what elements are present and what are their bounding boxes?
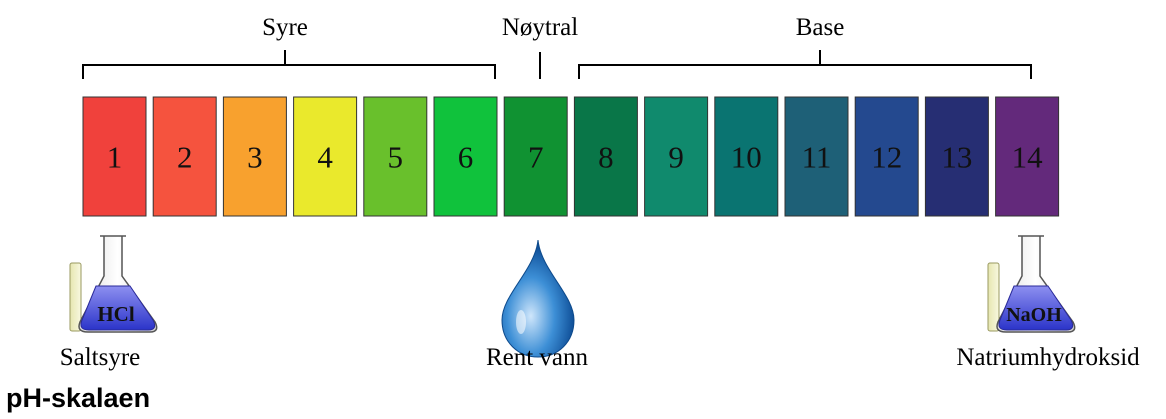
ph-box-4: 4 — [293, 96, 358, 217]
naoh-flask-icon: NaOH — [987, 235, 1076, 333]
water-drop-icon — [501, 239, 575, 358]
ph-value-label: 11 — [802, 140, 832, 175]
ph-box-3: 3 — [222, 96, 287, 217]
neutral-group-label: Nøytral — [502, 14, 578, 41]
ph-box-fill — [363, 96, 428, 217]
ph-box-fill — [784, 96, 849, 217]
ph-value-label: 13 — [941, 140, 972, 175]
ph-box-fill — [714, 96, 779, 217]
ph-box-11: 11 — [784, 96, 849, 217]
ph-box-fill — [433, 96, 498, 217]
ph-box-8: 8 — [573, 96, 638, 217]
ph-value-label: 2 — [177, 140, 193, 175]
ph-box-12: 12 — [854, 96, 919, 217]
ph-box-6: 6 — [433, 96, 498, 217]
acid-bracket — [82, 50, 496, 79]
ph-box-fill — [293, 96, 358, 217]
ph-value-label: 8 — [598, 140, 614, 175]
ph-box-13: 13 — [924, 96, 989, 217]
ph-box-fill — [152, 96, 217, 217]
hcl-flask-icon: HCl — [69, 235, 158, 333]
ph-value-label: 4 — [317, 140, 333, 175]
ph-value-label: 1 — [107, 140, 123, 175]
ph-value-label: 5 — [388, 140, 404, 175]
ph-value-label: 12 — [871, 140, 902, 175]
ph-box-9: 9 — [644, 96, 709, 217]
ph-value-label: 7 — [528, 140, 544, 175]
ph-box-fill — [222, 96, 287, 217]
neutral-example-name: Rent vann — [486, 344, 589, 371]
ph-value-label: 9 — [668, 140, 684, 175]
ph-box-2: 2 — [152, 96, 217, 217]
ph-box-fill — [503, 96, 568, 217]
ph-value-label: 6 — [458, 140, 474, 175]
ph-box-fill — [82, 96, 147, 217]
ph-box-10: 10 — [714, 96, 779, 217]
ph-value-label: 10 — [731, 140, 762, 175]
ph-box-7: 7 — [503, 96, 568, 217]
ph-box-fill — [924, 96, 989, 217]
ph-box-fill — [644, 96, 709, 217]
hcl-formula: HCl — [97, 302, 135, 326]
ph-box-1: 1 — [82, 96, 147, 217]
base-bracket — [578, 50, 1032, 79]
base-group-label: Base — [796, 14, 845, 41]
naoh-formula: NaOH — [1006, 304, 1062, 326]
ph-box-5: 5 — [363, 96, 428, 217]
flask-liquid — [80, 285, 156, 331]
page-title: pH-skalaen — [6, 383, 151, 413]
ph-box-fill — [854, 96, 919, 217]
ph-box-fill — [573, 96, 638, 217]
base-example-name: Natriumhydroksid — [956, 344, 1140, 371]
ph-value-label: 3 — [247, 140, 263, 175]
ph-box-14: 14 — [995, 96, 1060, 217]
ph-value-label: 14 — [1012, 140, 1044, 175]
ph-box-fill — [995, 96, 1060, 217]
acid-group-label: Syre — [262, 14, 308, 41]
flask-liquid — [998, 285, 1074, 331]
acid-example-name: Saltsyre — [60, 344, 141, 371]
test-tube-icon — [69, 262, 82, 332]
test-tube-icon — [987, 262, 1000, 332]
